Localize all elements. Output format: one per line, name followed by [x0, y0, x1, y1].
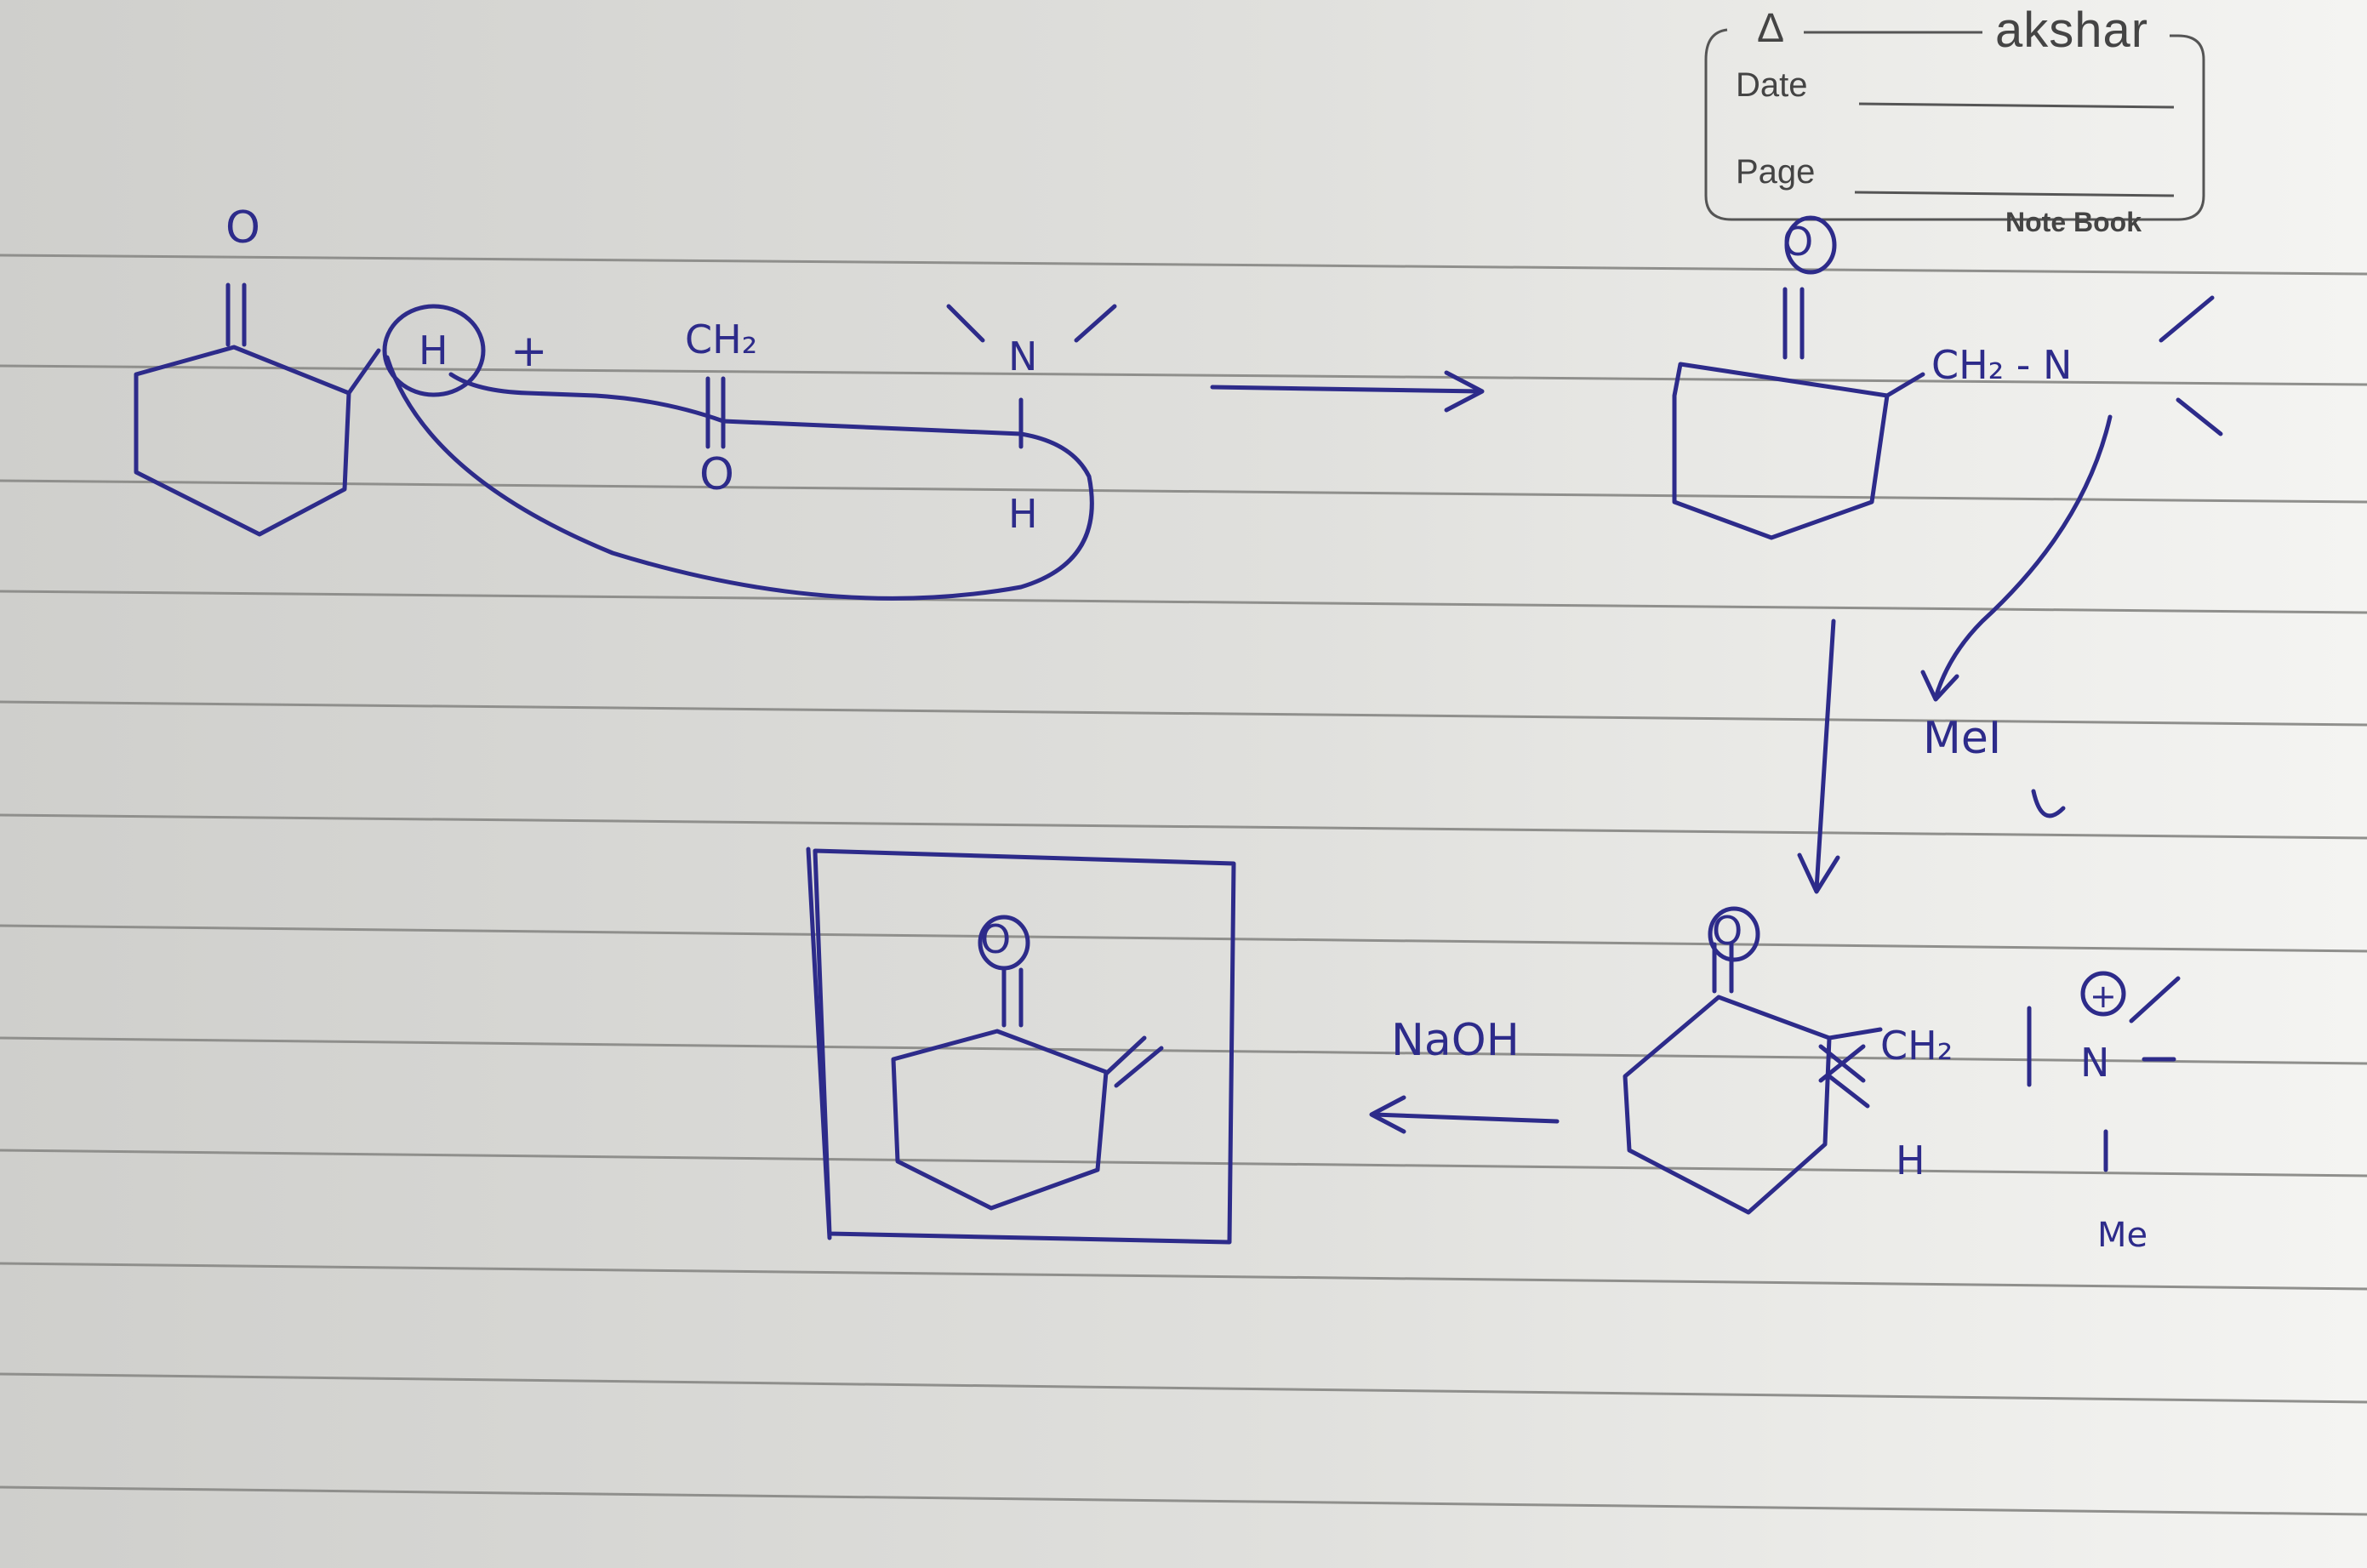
formaldehyde-ch2: CH₂ — [685, 316, 757, 362]
reagent-methyl-iodide: MeI — [1923, 713, 2001, 764]
page-label: Page — [1736, 153, 1816, 191]
amine-hydrogen: H — [1008, 491, 1038, 537]
cyclohexanone-structure — [134, 282, 381, 537]
brand-name: akshar — [1995, 3, 2149, 58]
product-structure — [891, 967, 1164, 1211]
mannich-ch2-n: CH₂ - N — [1931, 342, 2072, 388]
product-ketone-oxygen: O — [980, 916, 1011, 962]
amine-nitrogen: N — [1008, 334, 1037, 379]
quaternary-salt-structure — [1623, 942, 2181, 1215]
quat-positive-charge: + — [2090, 978, 2117, 1015]
brand-logo-icon: Δ — [1757, 6, 1785, 51]
mannich-ketone-oxygen: O — [1782, 219, 1813, 265]
reactant-ketone-oxygen: O — [225, 202, 260, 254]
quat-methyl: Me — [2097, 1216, 2147, 1255]
plus-sign: + — [510, 326, 548, 377]
quat-ch2: CH₂ — [1880, 1023, 1953, 1069]
quat-nitrogen: N — [2080, 1040, 2109, 1086]
alpha-hydrogen: H — [419, 328, 448, 373]
date-label: Date — [1736, 66, 1808, 104]
quat-beta-hydrogen: H — [1896, 1138, 1925, 1183]
formaldehyde-oxygen: O — [699, 449, 734, 500]
mannich-base-structure — [1672, 287, 1925, 540]
notebook-label: Note Book — [2005, 207, 2142, 237]
quat-ketone-oxygen: O — [1712, 908, 1742, 954]
reagent-sodium-hydroxide: NaOH — [1391, 1015, 1520, 1066]
